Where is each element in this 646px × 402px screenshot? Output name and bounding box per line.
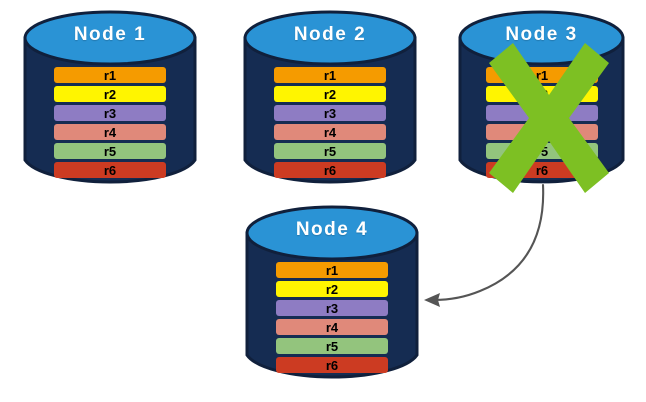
row-label: r1 <box>323 67 337 83</box>
row-label: r6 <box>323 162 337 178</box>
row-bar[interactable]: r3 <box>54 105 166 121</box>
row-bar[interactable]: r2 <box>276 281 388 297</box>
row-bar[interactable]: r4 <box>486 124 598 140</box>
row-label: r1 <box>535 67 549 83</box>
row-bar[interactable]: r6 <box>54 162 166 178</box>
row-bar[interactable]: r4 <box>274 124 386 140</box>
row-label: r5 <box>103 143 117 159</box>
node-cylinder-1[interactable]: Node 1 r1 r2 r3 r4 r5 r6 <box>23 10 197 188</box>
node-label-2: Node 2 <box>293 24 367 45</box>
row-bar[interactable]: r3 <box>274 105 386 121</box>
row-bar[interactable]: r1 <box>274 67 386 83</box>
row-label: r6 <box>325 357 339 373</box>
row-label: r2 <box>103 86 117 102</box>
row-label: r4 <box>103 124 117 140</box>
node-label-1: Node 1 <box>73 24 147 45</box>
row-label: r1 <box>103 67 117 83</box>
row-bar[interactable]: r2 <box>274 86 386 102</box>
row-bar[interactable]: r3 <box>486 105 598 121</box>
row-bar[interactable]: r5 <box>486 143 598 159</box>
row-bar[interactable]: r6 <box>274 162 386 178</box>
row-label: r5 <box>535 143 549 159</box>
row-bar[interactable]: r5 <box>274 143 386 159</box>
row-label: r2 <box>325 281 339 297</box>
row-label: r3 <box>325 300 339 316</box>
row-label: r4 <box>325 319 339 335</box>
row-label: r3 <box>323 105 337 121</box>
row-label: r3 <box>103 105 117 121</box>
row-label: r4 <box>535 124 549 140</box>
row-label: r4 <box>323 124 337 140</box>
node-cylinder-3[interactable]: Node 3 r1 r2 r3 r4 r5 r6 <box>458 10 625 193</box>
row-bar[interactable]: r6 <box>486 162 598 178</box>
node-cylinder-4[interactable]: Node 4 r1 r2 r3 r4 r5 r6 <box>245 205 419 383</box>
row-bar[interactable]: r1 <box>54 67 166 83</box>
row-label: r2 <box>535 86 549 102</box>
row-bar[interactable]: r4 <box>54 124 166 140</box>
row-bar[interactable]: r3 <box>276 300 388 316</box>
row-label: r5 <box>325 338 339 354</box>
row-label: r5 <box>323 143 337 159</box>
row-bar[interactable]: r1 <box>276 262 388 278</box>
row-label: r1 <box>325 262 339 278</box>
row-label: r3 <box>535 105 549 121</box>
row-bar[interactable]: r2 <box>486 86 598 102</box>
node-label-3: Node 3 <box>505 24 578 45</box>
row-label: r6 <box>535 162 549 178</box>
row-bar[interactable]: r5 <box>54 143 166 159</box>
row-bar[interactable]: r4 <box>276 319 388 335</box>
node-cylinder-2[interactable]: Node 2 r1 r2 r3 r4 r5 r6 <box>243 10 417 188</box>
row-bar[interactable]: r6 <box>276 357 388 373</box>
row-bar[interactable]: r2 <box>54 86 166 102</box>
row-label: r6 <box>103 162 117 178</box>
row-label: r2 <box>323 86 337 102</box>
node-label-4: Node 4 <box>295 219 369 240</box>
row-bar[interactable]: r1 <box>486 67 598 83</box>
row-bar[interactable]: r5 <box>276 338 388 354</box>
